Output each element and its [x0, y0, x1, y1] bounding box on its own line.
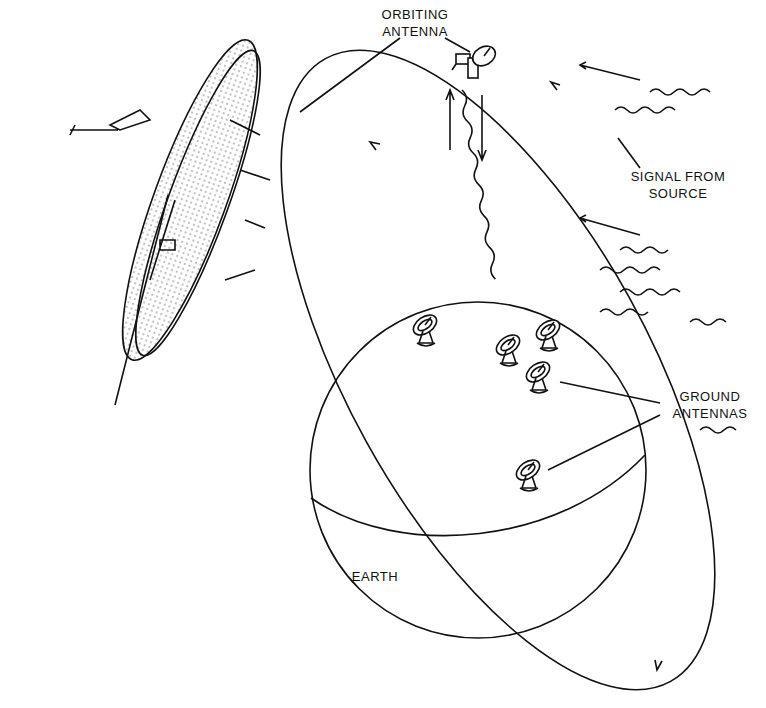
ground-antenna-label: GROUND ANTENNAS: [660, 388, 760, 422]
signal-label: SIGNAL FROM SOURCE: [628, 168, 728, 202]
earth-label: EARTH: [340, 568, 410, 585]
antenna-label: ORBITING ANTENNA: [355, 6, 475, 40]
